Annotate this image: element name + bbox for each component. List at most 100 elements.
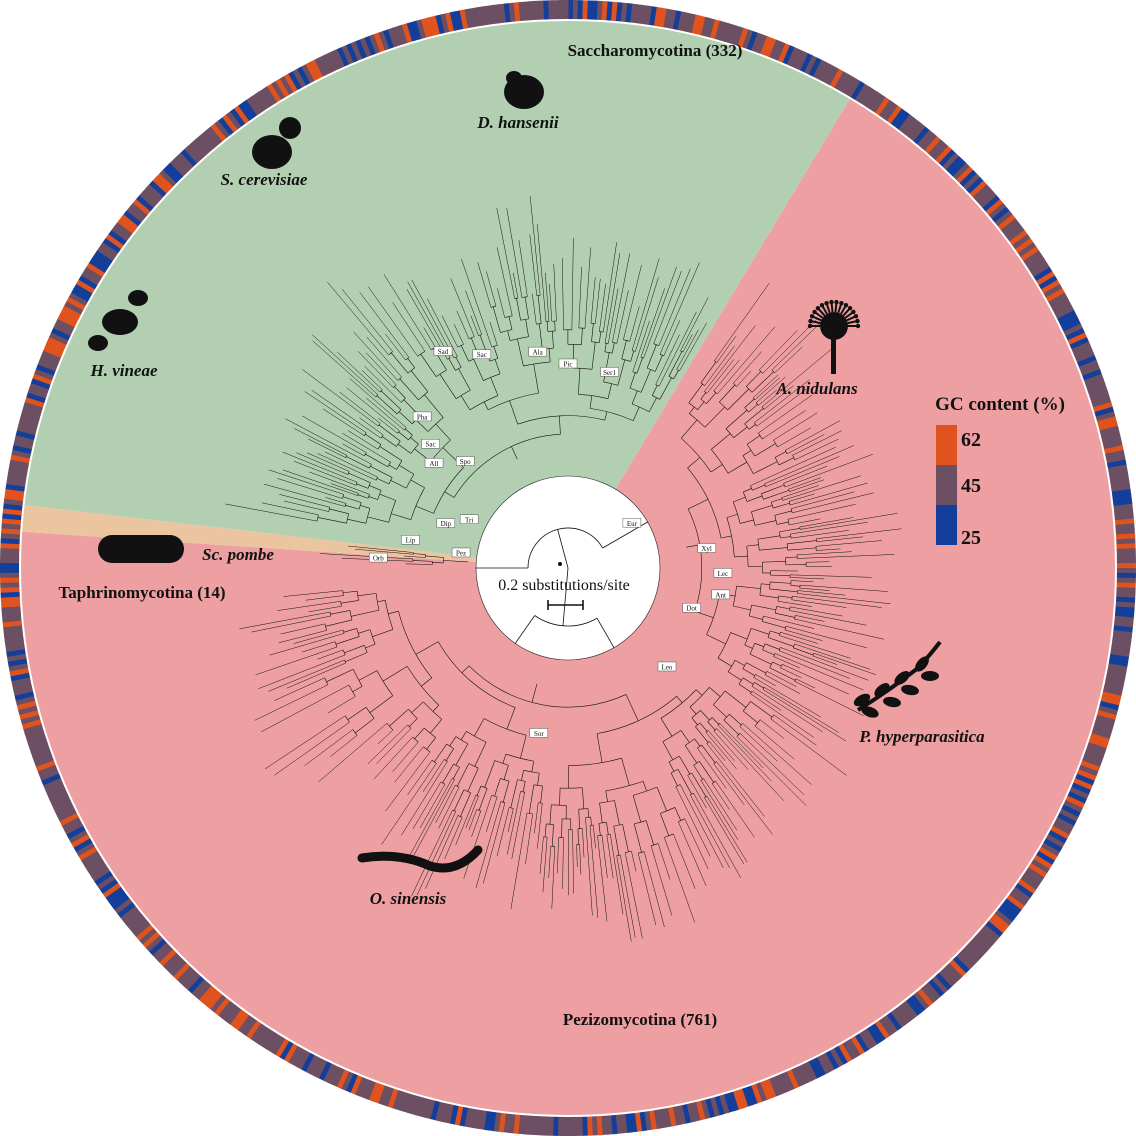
gc-ring-segment	[968, 938, 987, 956]
gc-ring-segment	[1115, 543, 1136, 550]
gc-ring-segment	[440, 13, 450, 35]
gc-ring-segment	[870, 94, 887, 114]
gc-ring-segment	[763, 1077, 777, 1099]
gc-ring-segment	[96, 874, 117, 890]
gc-ring-segment	[152, 941, 171, 959]
gc-ring-segment	[1109, 648, 1130, 658]
gc-ring-segment	[1099, 430, 1121, 441]
gc-ring-segment	[61, 816, 82, 831]
gc-ring-segment	[296, 1049, 311, 1070]
gc-ring-segment	[26, 392, 47, 404]
gc-ring-segment	[1098, 425, 1120, 436]
gc-ring-segment	[479, 6, 488, 27]
gc-ring-segment	[73, 283, 94, 299]
gc-ring-segment	[411, 20, 423, 42]
gc-ring-segment	[527, 1114, 535, 1135]
gc-ring-segment	[327, 50, 342, 72]
gc-ring-segment	[648, 6, 658, 27]
gc-ring-segment	[927, 139, 945, 158]
gc-ring-segment	[111, 225, 131, 243]
gc-ring-segment	[19, 415, 41, 427]
gc-ring-segment	[777, 43, 791, 64]
gc-ring-segment	[553, 0, 559, 21]
gc-ring-segment	[245, 1019, 262, 1039]
gc-ring-segment	[845, 1037, 861, 1058]
gc-ring-segment	[97, 245, 117, 262]
gc-ring-segment	[30, 377, 52, 390]
gc-ring-segment	[862, 1027, 878, 1048]
gc-ring-segment	[2, 615, 23, 623]
gc-ring-segment	[91, 866, 112, 882]
gc-ring-segment	[454, 10, 464, 32]
gc-ring-segment	[803, 1060, 817, 1081]
gc-ring-segment	[1082, 373, 1104, 386]
gc-ring-segment	[59, 309, 80, 324]
gc-ring-segment	[1054, 305, 1075, 320]
gc-ring-segment	[596, 0, 604, 22]
gc-ring-segment	[961, 945, 981, 963]
gc-ring-segment	[1113, 518, 1135, 526]
gc-ring-segment	[1099, 695, 1121, 706]
gc-ring-segment	[1105, 667, 1127, 677]
gc-ring-segment	[80, 849, 101, 865]
gc-ring-segment	[1113, 513, 1134, 521]
gc-ring-segment	[94, 870, 114, 886]
gc-ring-segment	[111, 893, 131, 910]
gc-ring-segment	[284, 73, 299, 94]
h-vineae-silhouette	[88, 335, 108, 351]
gc-ring-segment	[750, 1082, 763, 1104]
gc-ring-segment	[214, 120, 231, 140]
gc-ring-segment	[1008, 890, 1028, 907]
gc-ring-segment	[332, 1066, 346, 1087]
gc-ring-segment	[484, 5, 493, 27]
gc-ring-segment	[799, 53, 813, 74]
gc-ring-segment	[755, 34, 768, 55]
gc-ring-segment	[78, 275, 99, 290]
node-label-text: Leo	[662, 663, 673, 671]
gc-ring-segment	[786, 47, 800, 68]
gc-ring-segment	[120, 214, 140, 231]
gc-ring-segment	[5, 483, 27, 492]
gc-ring-segment	[1086, 383, 1107, 395]
gc-ring-segment	[292, 1047, 307, 1068]
gc-ring-segment	[266, 1032, 282, 1053]
gc-ring-segment	[820, 1051, 835, 1073]
gc-ring-segment	[1016, 242, 1037, 259]
node-label: Sor	[529, 728, 549, 738]
gc-ring-segment	[912, 126, 930, 146]
gc-ring-segment	[700, 16, 711, 38]
gc-ring-segment	[582, 0, 589, 21]
gc-ring-segment	[410, 1094, 422, 1116]
gc-ring-segment	[195, 135, 213, 155]
gc-ring-segment	[34, 754, 55, 767]
node-label: Pic	[558, 358, 578, 369]
gc-ring-segment	[1093, 406, 1115, 418]
gc-ring-segment	[764, 37, 777, 59]
gc-ring-segment	[230, 108, 247, 128]
gc-ring-segment	[885, 1011, 902, 1031]
gc-ring-segment	[1107, 469, 1129, 479]
gc-ring-segment	[237, 1013, 254, 1034]
gc-ring-segment	[866, 1024, 882, 1045]
gc-ring-segment	[990, 206, 1010, 224]
gc-ring-segment	[99, 241, 120, 258]
node-label: Sad	[433, 346, 453, 356]
gc-ring-segment	[336, 46, 350, 68]
gc-ring-segment	[587, 0, 594, 21]
node-label-text: Lip	[406, 537, 416, 545]
gc-ring-segment	[812, 59, 827, 80]
gc-ring-segment	[577, 0, 584, 21]
gc-ring-segment	[1008, 230, 1028, 247]
gc-ring-segment	[824, 1049, 840, 1070]
gc-ring-segment	[1115, 568, 1136, 574]
gc-ring-segment	[1115, 563, 1136, 569]
gc-ring-segment	[686, 13, 697, 35]
gc-ring-segment	[86, 262, 107, 278]
gc-ring-segment	[145, 934, 164, 952]
gc-ring-segment	[262, 1029, 278, 1050]
gc-ring-segment	[759, 35, 773, 57]
gc-ring-segment	[1100, 435, 1122, 446]
gc-ring-segment	[653, 1108, 662, 1130]
gc-ring-segment	[905, 996, 922, 1016]
